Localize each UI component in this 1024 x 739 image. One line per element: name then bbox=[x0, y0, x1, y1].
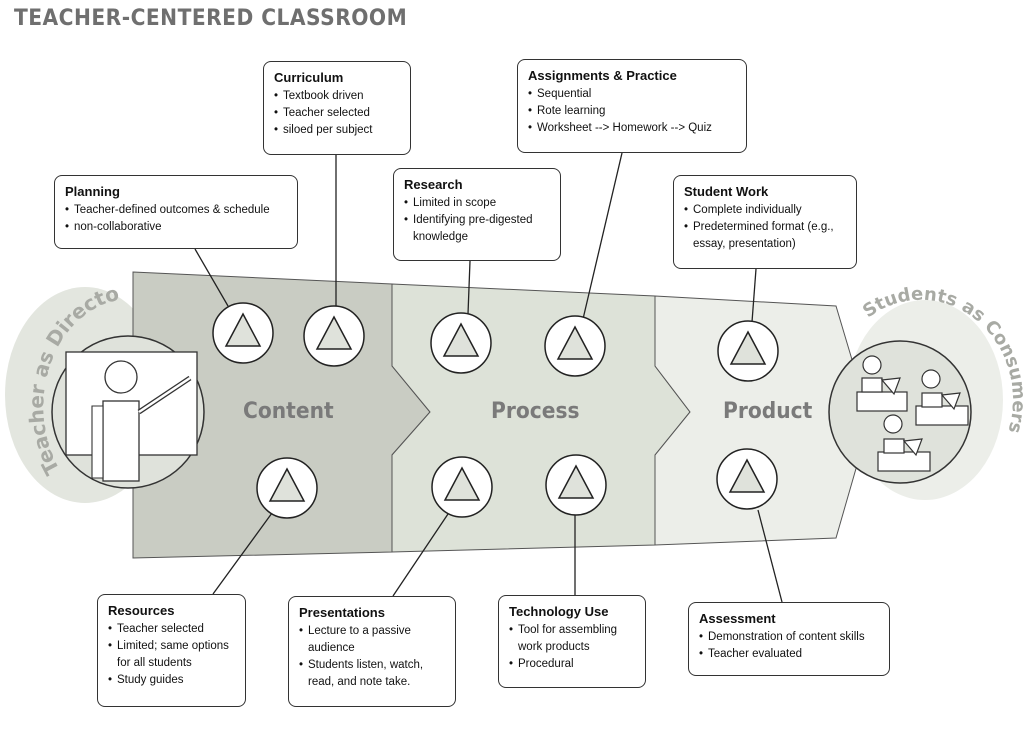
stage-process: Process bbox=[491, 399, 580, 424]
box-title: Research bbox=[404, 177, 463, 192]
list-item: Limited in scope bbox=[404, 195, 550, 212]
box-title: Student Work bbox=[684, 184, 769, 199]
list-item: Tool for assembling work products bbox=[509, 622, 635, 656]
curriculum-node-icon bbox=[303, 305, 365, 367]
box-title: Presentations bbox=[299, 605, 385, 620]
teacher-circle bbox=[51, 335, 205, 489]
list-item: Procedural bbox=[509, 656, 635, 673]
box-research: Research Limited in scopeIdentifying pre… bbox=[393, 168, 561, 261]
list-item: Rote learning bbox=[528, 103, 736, 120]
box-title: Planning bbox=[65, 184, 120, 199]
box-title: Assessment bbox=[699, 611, 776, 626]
box-title: Resources bbox=[108, 603, 175, 618]
box-assessment: Assessment Demonstration of content skil… bbox=[688, 602, 890, 676]
connector-lines bbox=[194, 152, 783, 603]
list-item: Complete individually bbox=[684, 202, 846, 219]
box-title: Curriculum bbox=[274, 70, 344, 85]
list-item: Teacher evaluated bbox=[699, 646, 879, 663]
research-node-icon bbox=[430, 312, 492, 374]
planning-node-icon bbox=[212, 302, 274, 364]
box-title: Assignments & Practice bbox=[528, 68, 677, 83]
list-item: Lecture to a passive audience bbox=[299, 623, 445, 657]
box-curriculum: Curriculum Textbook drivenTeacher select… bbox=[263, 61, 411, 155]
box-planning: Planning Teacher-defined outcomes & sche… bbox=[54, 175, 298, 249]
resources-node-icon bbox=[256, 457, 318, 519]
stage-content: Content bbox=[243, 399, 334, 424]
student-work-node-icon bbox=[717, 320, 779, 382]
box-technology: Technology Use Tool for assembling work … bbox=[498, 595, 646, 688]
assignments-node-icon bbox=[544, 315, 606, 377]
node-icons bbox=[212, 302, 779, 519]
technology-node-icon bbox=[545, 454, 607, 516]
box-resources: Resources Teacher selectedLimited; same … bbox=[97, 594, 246, 707]
box-assignments: Assignments & Practice SequentialRote le… bbox=[517, 59, 747, 153]
list-item: Teacher selected bbox=[108, 621, 235, 638]
page-title: TEACHER-CENTERED CLASSROOM bbox=[14, 6, 408, 31]
students-circle bbox=[828, 340, 972, 484]
box-title: Technology Use bbox=[509, 604, 609, 619]
list-item: Identifying pre-digested knowledge bbox=[404, 212, 550, 246]
list-item: Limited; same options for all students bbox=[108, 638, 235, 672]
list-item: Sequential bbox=[528, 86, 736, 103]
list-item: non-collaborative bbox=[65, 219, 287, 236]
presentations-node-icon bbox=[431, 456, 493, 518]
list-item: Students listen, watch, read, and note t… bbox=[299, 657, 445, 691]
stage-product: Product bbox=[723, 399, 813, 424]
list-item: siloed per subject bbox=[274, 122, 400, 139]
box-presentations: Presentations Lecture to a passive audie… bbox=[288, 596, 456, 707]
assessment-node-icon bbox=[716, 448, 778, 510]
list-item: Demonstration of content skills bbox=[699, 629, 879, 646]
list-item: Teacher-defined outcomes & schedule bbox=[65, 202, 287, 219]
list-item: Textbook driven bbox=[274, 88, 400, 105]
product-band bbox=[654, 295, 871, 546]
list-item: Predetermined format (e.g., essay, prese… bbox=[684, 219, 846, 253]
list-item: Study guides bbox=[108, 672, 235, 689]
list-item: Worksheet --> Homework --> Quiz bbox=[528, 120, 736, 137]
list-item: Teacher selected bbox=[274, 105, 400, 122]
box-student-work: Student Work Complete individuallyPredet… bbox=[673, 175, 857, 269]
